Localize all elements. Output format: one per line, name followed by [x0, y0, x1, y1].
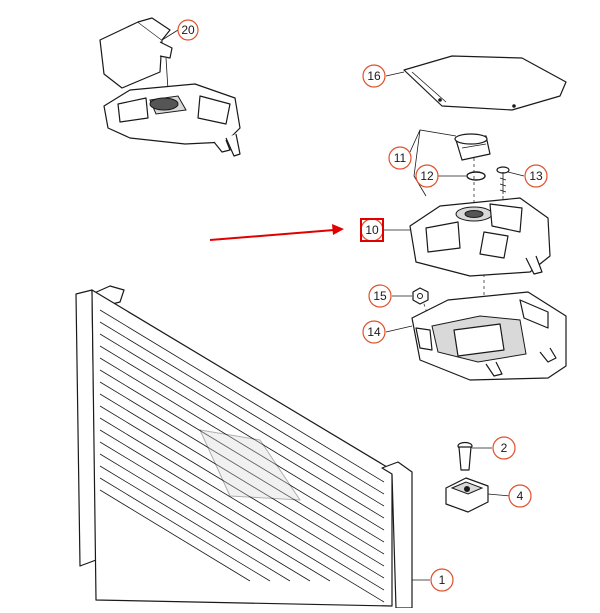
- callout-13: 13: [524, 164, 548, 188]
- callout-label: 1: [439, 573, 446, 587]
- callout-label: 20: [181, 23, 195, 37]
- callout-label: 14: [367, 325, 381, 339]
- reservoir-top-assembly: [103, 83, 241, 157]
- cover-panel: [403, 55, 567, 111]
- highlight-box: [360, 218, 384, 242]
- callout-label: 15: [373, 289, 387, 303]
- pointer-arrow: [209, 224, 344, 241]
- callout-2: 2: [492, 436, 516, 460]
- callout-label: 11: [394, 151, 407, 165]
- callout-leaders: [161, 29, 525, 581]
- callout-10: 10: [360, 218, 384, 242]
- callout-1: 1: [430, 568, 454, 592]
- callout-label: 2: [501, 441, 508, 455]
- callout-label: 10: [365, 223, 379, 237]
- seal-ring: [466, 171, 486, 181]
- callout-11: 11: [388, 146, 412, 170]
- callout-label: 13: [529, 169, 543, 183]
- mounting-rubber: [445, 477, 489, 513]
- callout-label: 16: [367, 69, 381, 83]
- callout-4: 4: [508, 484, 532, 508]
- radiator: [75, 285, 413, 609]
- screw: [496, 166, 510, 194]
- callout-label: 12: [420, 169, 434, 183]
- reservoir-cap: [454, 133, 491, 161]
- callout-label: 4: [517, 489, 524, 503]
- expansion-reservoir: [409, 197, 551, 277]
- callout-15: 15: [368, 284, 392, 308]
- callout-14: 14: [362, 320, 386, 344]
- drain-plug: [457, 441, 473, 471]
- coolant-bottle: [99, 17, 173, 91]
- callout-12: 12: [415, 164, 439, 188]
- nut: [412, 287, 429, 305]
- reservoir-bracket: [411, 291, 567, 381]
- assembly-line-nut: [421, 297, 431, 323]
- radiator-fins: [99, 309, 385, 603]
- callout-20: 20: [177, 19, 199, 41]
- callout-16: 16: [362, 64, 386, 88]
